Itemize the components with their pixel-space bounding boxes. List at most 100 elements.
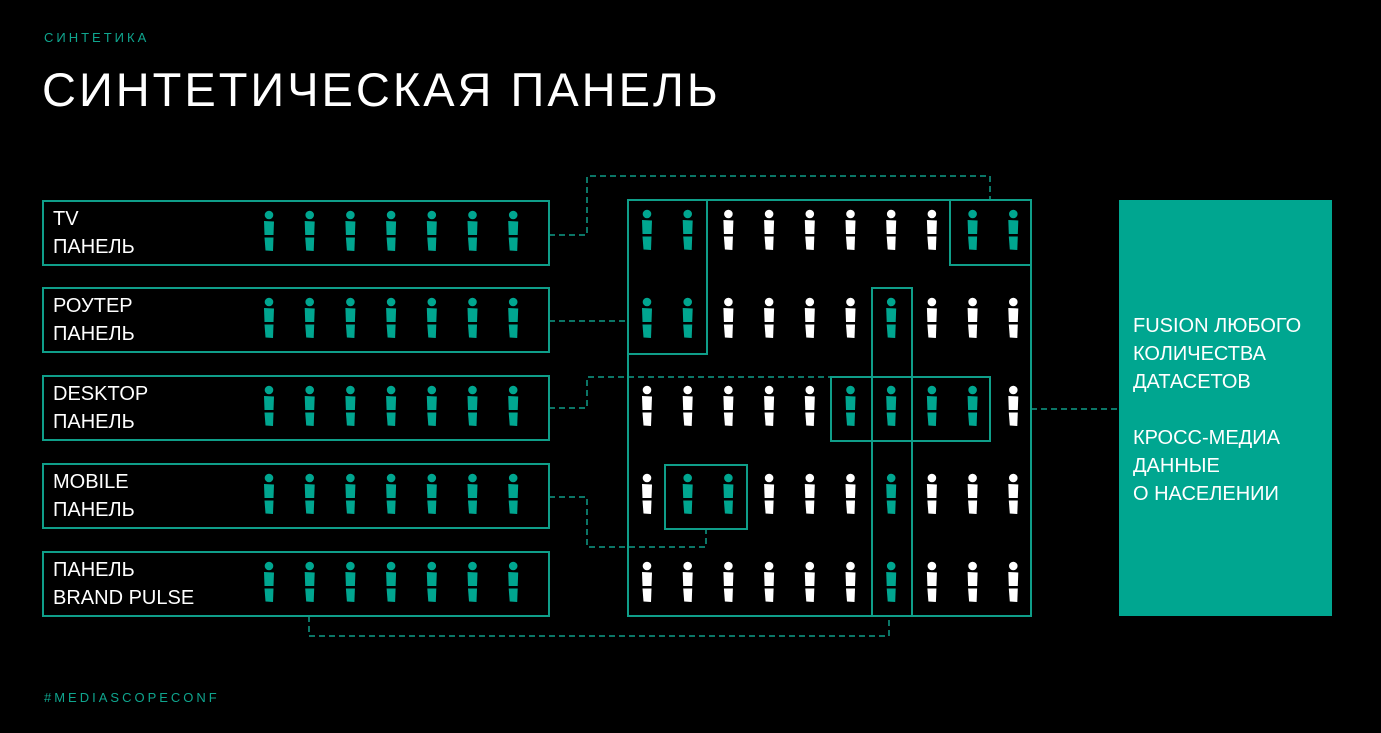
- person-icon: [764, 561, 775, 602]
- panel-person-icon: [304, 473, 315, 514]
- panel-person-icon: [304, 385, 315, 426]
- panel-person-icon: [467, 561, 478, 602]
- panel-label: MOBILE ПАНЕЛЬ: [53, 468, 135, 524]
- panel-person-icon: [467, 473, 478, 514]
- page-title: СИНТЕТИЧЕСКАЯ ПАНЕЛЬ: [42, 63, 721, 116]
- result-line: КОЛИЧЕСТВА: [1133, 343, 1266, 365]
- panel-person-icon: [426, 561, 437, 602]
- person-icon: [764, 297, 775, 338]
- panel-label-line: РОУТЕР: [53, 295, 133, 317]
- result-box: [1119, 200, 1332, 616]
- person-icon: [1008, 473, 1019, 514]
- panel-person-icon: [386, 561, 397, 602]
- person-icon: [926, 473, 937, 514]
- panel-label: РОУТЕР ПАНЕЛЬ: [53, 292, 135, 348]
- matched-person-icon: [642, 209, 652, 250]
- person-icon: [845, 561, 856, 602]
- person-icon: [804, 209, 815, 250]
- panel-box: [42, 463, 550, 529]
- panel-box: [42, 200, 550, 266]
- person-icon: [723, 561, 734, 602]
- panel-person-icon: [264, 473, 274, 514]
- person-icon: [1008, 297, 1019, 338]
- matched-person-icon: [967, 385, 978, 426]
- desktop-match-box: [830, 376, 991, 442]
- panel-person-icon: [508, 210, 519, 251]
- population-grid-frame: [627, 199, 1032, 617]
- result-line: О НАСЕЛЕНИИ: [1133, 483, 1279, 505]
- panel-person-icon: [508, 385, 519, 426]
- person-icon: [642, 561, 652, 602]
- matched-person-icon: [682, 209, 693, 250]
- panel-person-icon: [386, 385, 397, 426]
- panel-label-line: DESKTOP: [53, 383, 149, 405]
- panel-person-icon: [264, 210, 274, 251]
- result-line: ДАТАСЕТОВ: [1133, 371, 1251, 393]
- panel-label-line: BRAND PULSE: [53, 587, 195, 609]
- panel-person-icon: [467, 385, 478, 426]
- tv-match-box: [949, 199, 1032, 266]
- person-icon: [845, 473, 856, 514]
- panel-person-icon: [426, 210, 437, 251]
- matched-person-icon: [1008, 209, 1019, 250]
- panel-label-line: TV: [53, 208, 79, 230]
- person-icon: [967, 473, 978, 514]
- panel-person-icon: [508, 561, 519, 602]
- person-icon: [642, 473, 652, 514]
- person-icon: [804, 473, 815, 514]
- person-icon: [1008, 561, 1019, 602]
- person-icon: [926, 209, 937, 250]
- person-icon: [926, 561, 937, 602]
- person-icon: [723, 297, 734, 338]
- panel-person-icon: [345, 210, 356, 251]
- matched-person-icon: [682, 297, 693, 338]
- panel-label: DESKTOP ПАНЕЛЬ: [53, 380, 148, 436]
- matched-person-icon: [967, 209, 978, 250]
- person-icon: [804, 561, 815, 602]
- panel-label-line: ПАНЕЛЬ: [53, 323, 135, 345]
- brand-pulse-match-box: [871, 287, 913, 617]
- hashtag: #MEDIASCOPECONF: [44, 690, 220, 705]
- result-line: ДАННЫЕ: [1133, 455, 1220, 477]
- panel-person-icon: [345, 473, 356, 514]
- panel-person-icon: [508, 473, 519, 514]
- panel-person-icon: [467, 210, 478, 251]
- result-line: КРОСС-МЕДИА: [1133, 427, 1280, 449]
- panel-label-line: ПАНЕЛЬ: [53, 499, 135, 521]
- connector-mobile: [549, 496, 707, 548]
- panel-box: [42, 551, 550, 617]
- panel-person-icon: [386, 297, 397, 338]
- panel-person-icon: [508, 297, 519, 338]
- panel-label-line: MOBILE: [53, 471, 129, 493]
- person-icon: [804, 385, 815, 426]
- person-icon: [642, 385, 652, 426]
- panel-person-icon: [345, 561, 356, 602]
- connector-tv: [549, 175, 991, 236]
- person-icon: [764, 209, 775, 250]
- matched-person-icon: [682, 473, 693, 514]
- matched-person-icon: [886, 297, 897, 338]
- person-icon: [926, 297, 937, 338]
- person-icon: [1008, 385, 1019, 426]
- panel-person-icon: [304, 561, 315, 602]
- person-icon: [967, 297, 978, 338]
- panel-box: [42, 375, 550, 441]
- panel-person-icon: [386, 473, 397, 514]
- panel-person-icon: [264, 297, 274, 338]
- section-kicker: СИНТЕТИКА: [44, 30, 150, 45]
- panel-label-line: ПАНЕЛЬ: [53, 411, 135, 433]
- person-icon: [845, 297, 856, 338]
- result-line: FUSION ЛЮБОГО: [1133, 315, 1302, 337]
- person-icon: [967, 561, 978, 602]
- matched-person-icon: [886, 561, 897, 602]
- mobile-match-box: [664, 464, 748, 530]
- panel-person-icon: [264, 561, 274, 602]
- person-icon: [723, 209, 734, 250]
- panel-person-icon: [345, 297, 356, 338]
- matched-person-icon: [926, 385, 937, 426]
- matched-person-icon: [723, 473, 734, 514]
- connector-desktop: [549, 376, 831, 409]
- panel-label-line: ПАНЕЛЬ: [53, 236, 135, 258]
- matched-person-icon: [642, 297, 652, 338]
